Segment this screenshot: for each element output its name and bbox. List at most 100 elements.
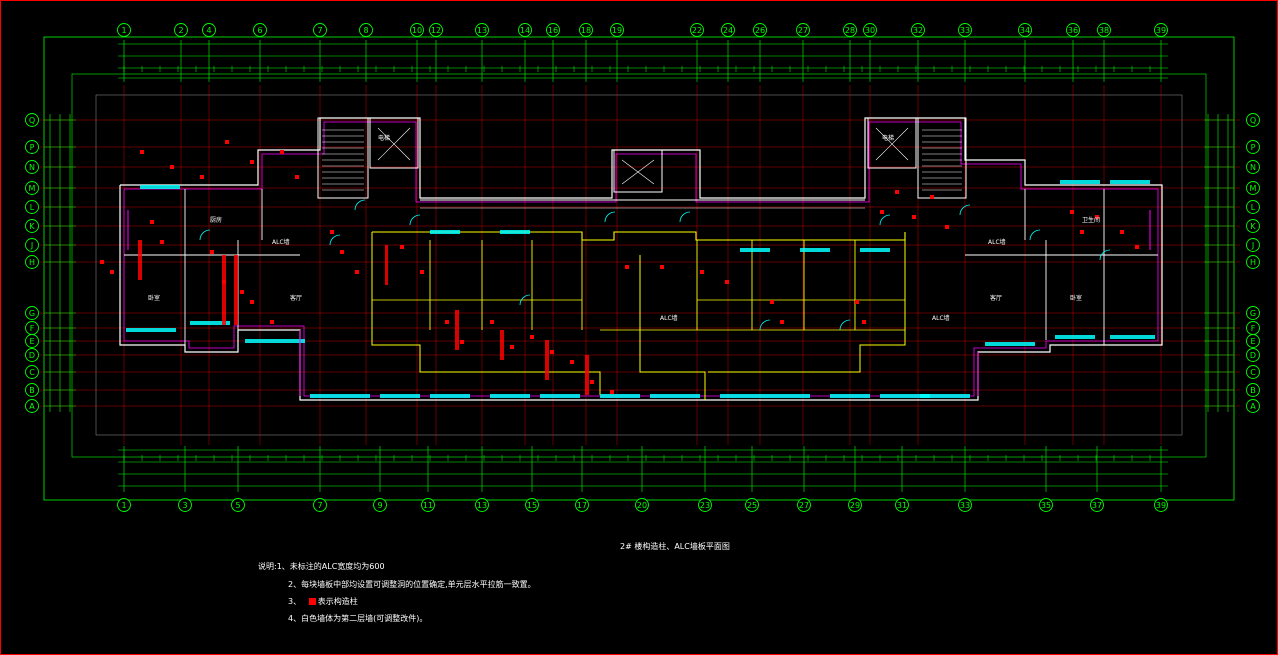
right-axis-E-label: E [1250,337,1255,346]
construction-column-46 [700,270,704,274]
vertical-grid-lines [123,85,1162,445]
construction-column-22 [160,240,164,244]
right-axis-B-label: B [1250,386,1256,395]
unit-wall-c [708,232,906,373]
left-axis-Q-label: Q [29,116,35,125]
top-axis-7: 7 [313,23,327,37]
room-label-2: ALC墙 [660,314,678,322]
window-14 [920,394,970,398]
left-axis-Q: Q [25,113,39,127]
top-axis-38-circle [1097,23,1111,37]
top-axis-32: 32 [911,23,925,37]
right-axis-K-label: K [1250,222,1256,231]
top-axis-12-label: 12 [431,26,441,35]
top-axis-10: 10 [410,23,424,37]
right-axis-L: L [1246,200,1260,214]
left-axis-D-circle [25,348,39,362]
construction-column-27 [270,320,274,324]
construction-column-19 [590,380,594,384]
left-axis-J-circle [25,238,39,252]
top-axis-12: 12 [429,23,443,37]
top-axis-14: 14 [518,23,532,37]
window-16 [1055,335,1095,339]
door-arc-6 [879,214,891,226]
left-axis-D-label: D [29,351,35,360]
room-label-7: 卧室 [1070,294,1082,302]
left-axis-M-circle [25,181,39,195]
bottom-axis-35-circle [1039,498,1053,512]
window-18 [140,185,180,189]
top-axis-12-circle [429,23,443,37]
left-axis-A: A [25,399,39,413]
top-axis-13: 13 [475,23,489,37]
top-axis-22: 22 [690,23,704,37]
top-axis-36-circle [1066,23,1080,37]
bottom-axis-31-circle [895,498,909,512]
construction-column-13 [460,340,464,344]
right-axis-M: M [1246,181,1260,195]
window-11 [770,394,810,398]
bottom-axis-27-circle [797,498,811,512]
construction-column-17 [550,350,554,354]
bottom-axis-9-circle [373,498,387,512]
construction-column-9 [355,270,359,274]
right-axis-P-label: P [1251,143,1256,152]
window-13 [880,394,930,398]
door-arc-5 [679,211,691,223]
construction-column-5 [280,150,284,154]
top-axis-4-label: 4 [206,26,211,35]
right-axis-J: J [1246,238,1260,252]
top-axis-10-circle [410,23,424,37]
room-label-11: 卫生间 [1082,216,1100,224]
construction-column-2 [200,175,204,179]
right-axis-P-circle [1246,140,1260,154]
building-outline [119,117,1163,401]
inner-dimension-frame [71,73,1207,458]
construction-column-33 [895,190,899,194]
unit-wall-a [371,232,601,395]
right-axis-B: B [1246,383,1260,397]
bottom-axis-13-label: 13 [477,501,487,510]
construction-column-42 [855,300,859,304]
right-axis-E: E [1246,334,1260,348]
corridor-wall-north [372,231,906,241]
right-axis-G: G [1246,306,1260,320]
right-axis-K: K [1246,219,1260,233]
top-axis-39-label: 39 [1156,26,1166,35]
right-axis-H-label: H [1250,258,1256,267]
door-arc-0 [199,229,211,241]
bottom-axis-20-circle [635,498,649,512]
room-label-3: ALC墙 [932,314,950,322]
right-axis-C-label: C [1250,368,1256,377]
left-axis-F: F [25,321,39,335]
construction-column-15 [510,345,514,349]
bottom-axis-11-label: 11 [423,501,433,510]
bottom-axis-1-label: 1 [121,501,126,510]
note-4: 4、白色墙体为第二层墙(可调整改件)。 [288,614,428,623]
top-axis-38-label: 38 [1099,26,1109,35]
bottom-axis-15: 15 [525,498,539,512]
top-axis-8-label: 8 [363,26,368,35]
window-20 [1110,180,1150,184]
bottom-axis-15-label: 15 [527,501,537,510]
construction-column-35 [930,195,934,199]
window-21 [430,230,460,234]
bottom-axis-9-label: 9 [377,501,382,510]
bottom-axis-9: 9 [373,498,387,512]
construction-column-18 [570,360,574,364]
construction-column-47 [725,280,729,284]
top-axis-6: 6 [253,23,267,37]
left-axis-F-label: F [30,324,35,333]
inner-boundary-frame [95,94,1183,436]
construction-column-38 [1080,230,1084,234]
bottom-axis-39: 39 [1154,498,1168,512]
top-axis-13-circle [475,23,489,37]
construction-column-7 [330,230,334,234]
bottom-axis-20-label: 20 [637,501,647,510]
bottom-axis-27-label: 27 [799,501,809,510]
bottom-axis-29: 29 [848,498,862,512]
left-axis-E-circle [25,334,39,348]
